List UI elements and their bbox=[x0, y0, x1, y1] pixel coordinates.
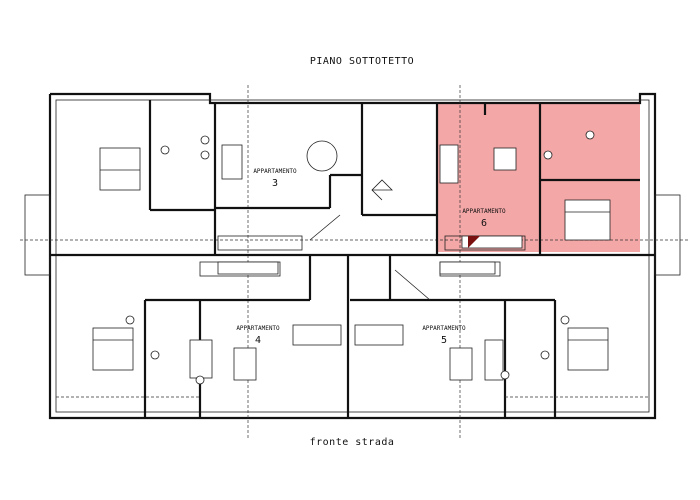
apartment-6-number: 6 bbox=[481, 218, 487, 229]
apartment-3-number: 3 bbox=[272, 178, 278, 189]
dining-tables bbox=[233, 140, 517, 381]
internal-walls bbox=[50, 100, 655, 418]
apartment-labels: APPARTAMENTO 3 APPARTAMENTO 4 APPARTAMEN… bbox=[236, 168, 506, 346]
apartment-4-number: 4 bbox=[255, 335, 261, 346]
beds bbox=[92, 147, 611, 371]
sofas bbox=[189, 144, 504, 381]
bathroom-fixtures bbox=[125, 130, 595, 385]
street-front-label: fronte strada bbox=[310, 437, 395, 448]
apartment-6-label: APPARTAMENTO bbox=[462, 208, 506, 215]
apartment-5-label: APPARTAMENTO bbox=[422, 325, 466, 332]
apartment-4-label: APPARTAMENTO bbox=[236, 325, 280, 332]
kitchen-counters bbox=[217, 235, 523, 275]
apartment-3-label: APPARTAMENTO bbox=[253, 168, 297, 175]
apartment-5-number: 5 bbox=[441, 335, 447, 346]
plan-title: PIANO SOTTOTETTO bbox=[310, 56, 414, 67]
